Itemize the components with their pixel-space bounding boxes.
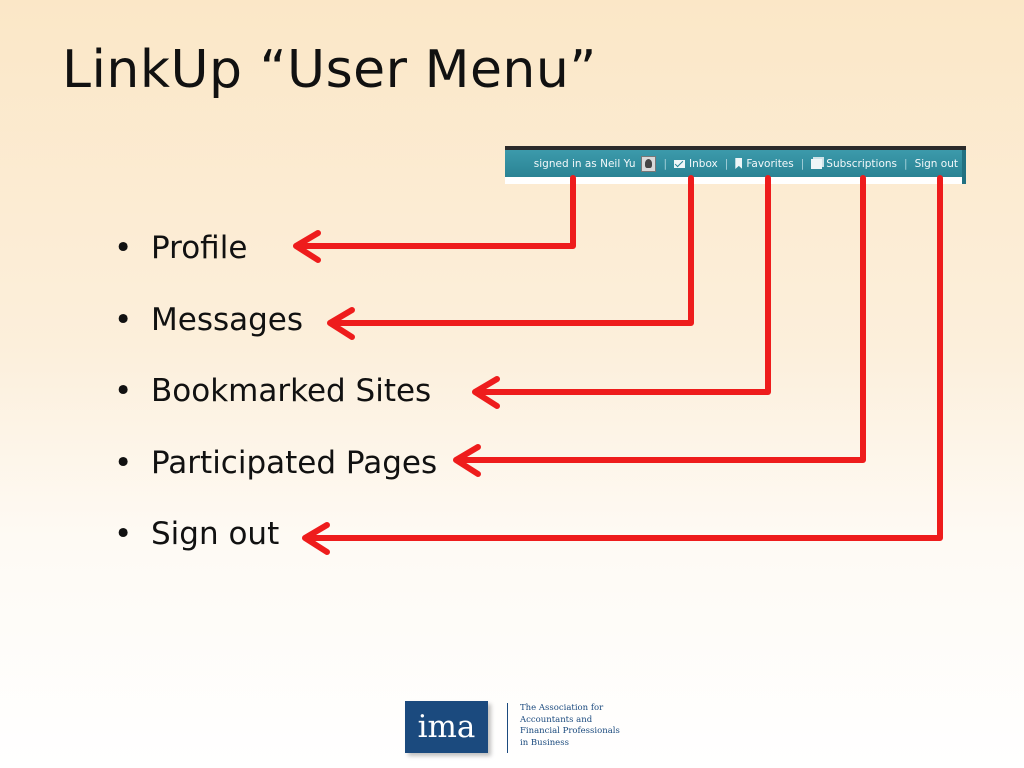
arrow-profile <box>293 175 576 263</box>
menu-separator: | <box>724 157 729 170</box>
slide-title: LinkUp “User Menu” <box>62 40 597 100</box>
user-menu-bar: signed in as Neil Yu | Inbox | Favorites… <box>505 150 966 177</box>
bullet-label: Participated Pages <box>151 445 438 481</box>
bullet-symbol: • <box>114 302 133 338</box>
subscriptions-link[interactable]: Subscriptions <box>811 158 897 170</box>
tagline-line: The Association for <box>520 703 604 713</box>
tagline-line: Financial Professionals <box>520 726 620 736</box>
favorites-link[interactable]: Favorites <box>735 157 794 170</box>
envelope-icon <box>674 159 686 168</box>
bullet-symbol: • <box>114 445 133 481</box>
arrow-bookmarked-sites <box>472 175 771 409</box>
menu-separator: | <box>904 157 908 170</box>
sign-out-link[interactable]: Sign out <box>915 158 958 170</box>
bullet-messages: • Messages <box>114 302 303 338</box>
subscriptions-label: Subscriptions <box>826 157 898 170</box>
bullet-label: Sign out <box>151 516 280 552</box>
favorites-label: Favorites <box>746 157 794 170</box>
arrow-messages <box>327 175 694 340</box>
bullet-symbol: • <box>114 516 133 552</box>
inbox-link[interactable]: Inbox <box>674 158 718 170</box>
avatar-icon <box>641 155 657 172</box>
bullet-label: Bookmarked Sites <box>151 373 432 409</box>
bullet-symbol: • <box>114 373 133 409</box>
menu-separator: | <box>800 157 805 170</box>
signed-in-item[interactable]: signed in as Neil Yu <box>533 155 657 172</box>
arrow-participated-pages <box>453 175 866 477</box>
bullet-symbol: • <box>114 230 133 266</box>
signed-in-label: signed in as Neil Yu <box>533 157 636 170</box>
arrow-sign-out <box>302 175 943 555</box>
menu-bar-edge <box>962 150 966 184</box>
bullet-label: Profile <box>151 230 248 266</box>
ima-logo: ima <box>405 701 488 753</box>
tagline-line: in Business <box>520 737 569 748</box>
logo-divider <box>507 703 508 753</box>
bullet-bookmarked-sites: • Bookmarked Sites <box>114 373 431 409</box>
menu-separator: | <box>663 157 668 170</box>
bullet-profile: • Profile <box>114 230 247 266</box>
bullet-sign-out: • Sign out <box>114 516 279 552</box>
bullet-participated-pages: • Participated Pages <box>114 445 437 481</box>
tagline-line: Accountants and <box>520 714 593 725</box>
menu-bar-top-border <box>505 146 966 150</box>
bookmark-icon <box>735 158 743 169</box>
user-menu-screenshot: signed in as Neil Yu | Inbox | Favorites… <box>505 146 966 184</box>
bullet-label: Messages <box>151 302 304 338</box>
sign-out-label: Sign out <box>914 157 958 170</box>
inbox-label: Inbox <box>689 157 718 170</box>
subscriptions-icon <box>811 158 823 169</box>
ima-tagline: The Association for Accountants and Fina… <box>520 703 640 749</box>
